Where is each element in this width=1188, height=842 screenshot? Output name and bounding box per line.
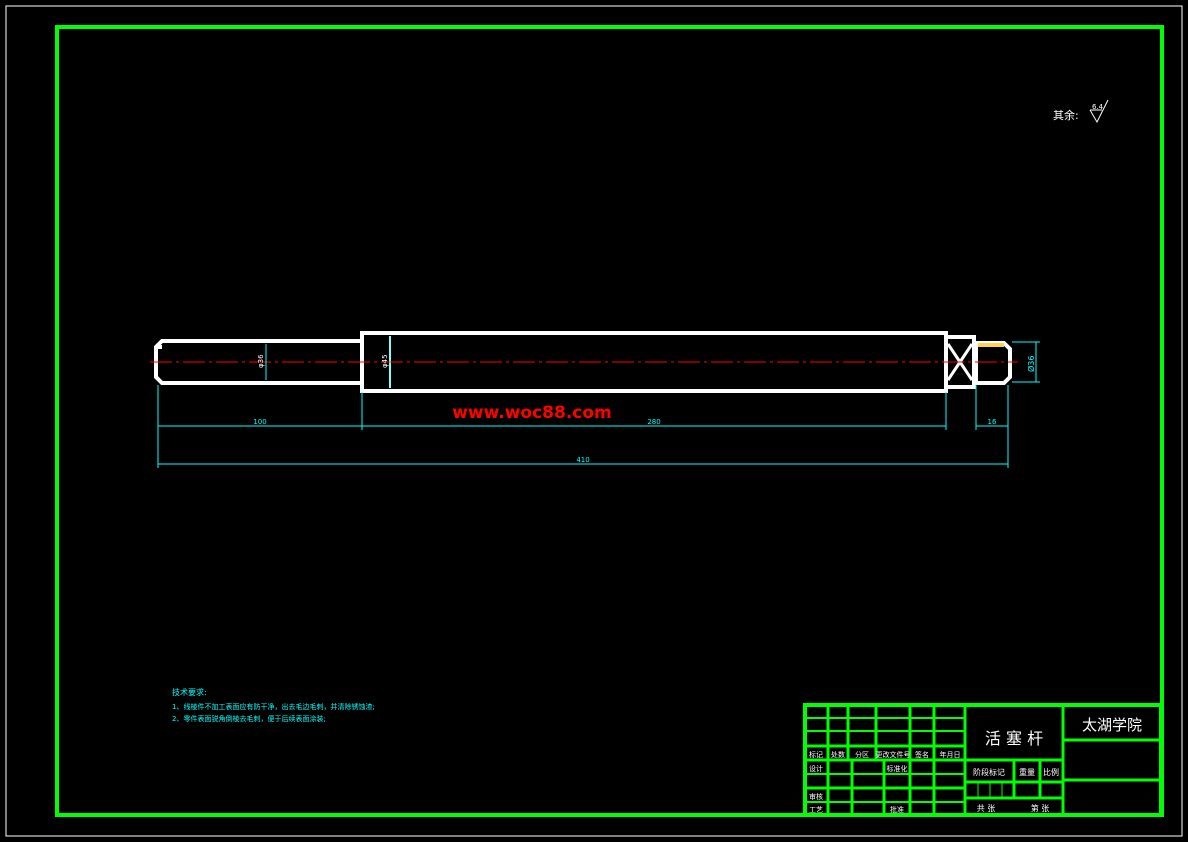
outer-border bbox=[5, 5, 1183, 837]
roughness-label: 其余: bbox=[1053, 108, 1079, 122]
middle-length-label: 280 bbox=[647, 418, 660, 426]
drawing-frame bbox=[55, 25, 1164, 817]
right-diameter-label: Ø36 bbox=[1026, 356, 1036, 372]
tech-req-item-1: 1、线棱件不加工表面应有防干净，出去毛边毛刺，并清除锈蚀渣; bbox=[172, 702, 375, 711]
revision-header: 标记 处数 分区 更改文件号 签名 年月日 bbox=[809, 750, 961, 759]
total-length-label: 410 bbox=[576, 456, 589, 464]
diameter-dimensions bbox=[265, 336, 1040, 388]
header-count: 处数 bbox=[831, 750, 845, 759]
roughness-value: 6.4 bbox=[1092, 103, 1104, 111]
label-sheets-total: 共 张 bbox=[977, 804, 996, 813]
header-date: 年月日 bbox=[940, 750, 961, 759]
label-process: 工艺 bbox=[809, 806, 823, 814]
right-shaft-section bbox=[974, 341, 1012, 385]
label-standard: 标准化 bbox=[887, 764, 908, 773]
left-length-label: 100 bbox=[253, 418, 266, 426]
stage-labels: 阶段标记 重量 比例 共 张 第 张 bbox=[973, 767, 1059, 813]
title-block bbox=[803, 703, 1163, 817]
label-design: 设计 bbox=[809, 764, 823, 773]
length-dimensions bbox=[157, 385, 1009, 468]
tech-req-title: 技术要求: bbox=[172, 687, 207, 697]
label-review: 审核 bbox=[809, 792, 823, 801]
label-scale: 比例 bbox=[1043, 767, 1059, 777]
label-weight: 重量 bbox=[1019, 767, 1035, 777]
label-approve: 批准 bbox=[890, 805, 904, 814]
label-stage-mark: 阶段标记 bbox=[973, 767, 1005, 777]
middle-diameter-label: φ45 bbox=[381, 354, 389, 368]
label-sheet-page: 第 张 bbox=[1031, 803, 1050, 813]
approval-labels: 设计 标准化 审核 工艺 批准 bbox=[809, 764, 908, 814]
watermark-text: www.woc88.com bbox=[452, 403, 612, 423]
left-diameter-label: φ36 bbox=[257, 354, 265, 368]
school-name: 太湖学院 bbox=[1082, 716, 1142, 734]
header-zone: 分区 bbox=[855, 750, 869, 759]
header-change-doc: 更改文件号 bbox=[876, 750, 911, 759]
header-mark: 标记 bbox=[809, 750, 823, 759]
header-signature: 签名 bbox=[915, 750, 929, 759]
tech-requirements: 技术要求: 1、线棱件不加工表面应有防干净，出去毛边毛刺，并清除锈蚀渣; 2、零… bbox=[172, 687, 375, 723]
part-name: 活 塞 杆 bbox=[985, 729, 1043, 748]
right-length-label: 16 bbox=[988, 418, 997, 426]
thread-highlight bbox=[978, 343, 1004, 347]
roughness-note: 其余: 6.4 bbox=[1053, 99, 1109, 124]
roughness-symbol-icon bbox=[1089, 99, 1109, 124]
tech-req-item-2: 2、零件表面锐角倒棱去毛刺，便于后续表面涂装; bbox=[172, 714, 326, 723]
